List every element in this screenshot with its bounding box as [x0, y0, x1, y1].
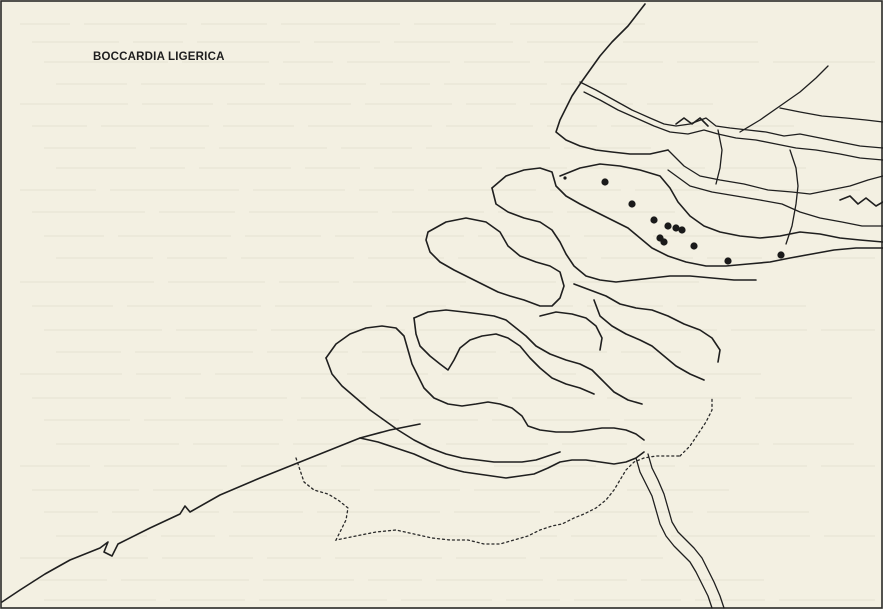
mainland-zeeuws-vlaanderen	[359, 437, 645, 479]
river-haringvliet-north	[667, 149, 883, 195]
island-tholen-inner	[413, 317, 595, 395]
island-voorne	[559, 163, 883, 243]
river-crossing-2	[715, 129, 723, 185]
island-duiveland-east	[593, 299, 705, 381]
river-haringvliet-south	[667, 169, 883, 227]
record-dot	[628, 200, 636, 208]
record-dot	[724, 257, 732, 265]
island-duiveland	[573, 283, 721, 363]
island-walcheren-north	[539, 311, 603, 351]
river-northern-bank	[583, 91, 883, 161]
island-goeree	[491, 167, 883, 267]
national-border-east	[679, 397, 713, 457]
record-dot	[664, 222, 672, 230]
island-goeree-south	[491, 187, 757, 283]
coast-detail-rotterdam	[675, 117, 709, 127]
river-schelde-west	[635, 457, 713, 609]
record-dot	[672, 224, 680, 232]
river-northern	[579, 81, 883, 149]
national-border	[295, 455, 681, 545]
record-dot	[690, 242, 698, 250]
river-tributary-north	[739, 65, 829, 133]
island-walcheren	[325, 325, 645, 441]
map-title: BOCCARDIA LIGERICA	[93, 51, 225, 63]
record-markers	[563, 176, 785, 265]
record-dot	[563, 176, 567, 180]
record-dot	[601, 178, 609, 186]
record-dot	[678, 226, 686, 234]
island-schouwen	[425, 217, 565, 307]
record-dot	[650, 216, 658, 224]
coastline-southwest	[1, 423, 421, 603]
paper-show-through	[20, 23, 875, 601]
island-walcheren-south	[325, 357, 561, 463]
record-dot	[660, 238, 668, 246]
coastline-north	[555, 3, 669, 155]
river-crossing-1	[785, 149, 799, 245]
river-tributary-east	[779, 107, 883, 123]
island-tholen	[413, 309, 643, 405]
record-dot	[777, 251, 785, 259]
river-schelde-east	[647, 453, 725, 609]
coast-detail-east	[839, 195, 883, 207]
